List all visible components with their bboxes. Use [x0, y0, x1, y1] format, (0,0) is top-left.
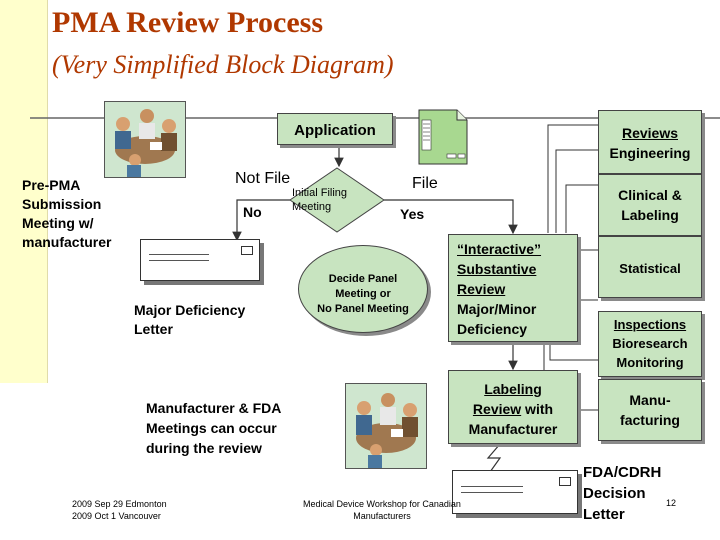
interactive-review-box: “Interactive” Substantive Review Major/M… [448, 234, 578, 342]
application-label: Application [294, 122, 376, 139]
file-label: File [412, 175, 438, 192]
inspections-line1: Inspections [613, 317, 687, 332]
interactive-line4: Major/Minor [457, 301, 537, 317]
letter-icon [452, 470, 578, 514]
slide-title: PMA Review Process [52, 6, 324, 39]
page-number: 12 [666, 498, 677, 508]
initial-filing-line2: Meeting [292, 201, 332, 213]
manu-line1: Manu- [629, 392, 671, 408]
decide-panel-oval: Decide Panel Meeting or No Panel Meeting [298, 245, 428, 333]
slide-sidebar-band [0, 0, 48, 383]
slide-sidebar-bottom [0, 383, 47, 540]
decide-panel-line2: Meeting or [335, 288, 391, 300]
clinical-line1: Clinical & [618, 187, 682, 203]
slide-subtitle: (Very Simplified Block Diagram) [52, 50, 394, 79]
no-label: No [243, 204, 262, 220]
inspections-box: Inspections Bioresearch Monitoring [598, 311, 702, 377]
manufacturer-meetings-line3: during the review [146, 440, 262, 456]
reviews-engineering-box: Reviews Engineering [598, 110, 702, 174]
footer-event: Medical Device Workshop for Canadian Man… [292, 498, 472, 522]
stamp-icon [559, 477, 571, 486]
decide-panel-text: Decide Panel Meeting or No Panel Meeting [299, 272, 427, 317]
application-box: Application [277, 113, 393, 145]
interactive-line5: Deficiency [457, 321, 528, 337]
fda-line3: Letter [583, 506, 625, 523]
pre-pma-line2: Submission [22, 196, 102, 212]
pre-pma-line3: Meeting w/ [22, 215, 94, 231]
initial-filing-line1: Initial Filing [292, 187, 348, 199]
manufacturing-text: Manu- facturing [599, 390, 701, 430]
reviews-engineering-text: Reviews Engineering [599, 123, 701, 163]
statistical-box: Statistical [598, 236, 702, 298]
manufacturing-box: Manu- facturing [598, 379, 702, 441]
labeling-text: Labeling Review with Manufacturer [449, 379, 577, 439]
footer-date: 2009 Sep 29 Edmonton 2009 Oct 1 Vancouve… [72, 498, 167, 522]
manu-line2: facturing [620, 412, 680, 428]
clinical-labeling-text: Clinical & Labeling [599, 185, 701, 225]
initial-filing-label: Initial Filing Meeting [292, 187, 347, 213]
meeting-photo-icon [104, 101, 186, 178]
footer-date-line2: 2009 Oct 1 Vancouver [72, 511, 161, 521]
pre-pma-line1: Pre-PMA [22, 177, 81, 193]
interactive-line1: “Interactive” [457, 241, 542, 257]
labeling-review-box: Labeling Review with Manufacturer [448, 370, 578, 444]
labeling-line1: Labeling [484, 381, 542, 397]
stamp-icon [241, 246, 253, 255]
major-deficiency-line1: Major Deficiency [134, 302, 246, 318]
decide-panel-line3: No Panel Meeting [317, 303, 409, 315]
engineering-line: Engineering [609, 145, 691, 161]
interactive-line3: Review [457, 281, 506, 297]
footer-event-line2: Manufacturers [353, 511, 411, 521]
inspections-line2: Bioresearch [612, 336, 688, 351]
reviews-line: Reviews [621, 125, 679, 141]
labeling-line2a: Review [472, 401, 522, 417]
manufacturer-meetings-line1: Manufacturer & FDA [146, 400, 282, 416]
footer-date-line1: 2009 Sep 29 Edmonton [72, 499, 167, 509]
inspections-line3: Monitoring [616, 355, 684, 370]
not-file-label: Not File [235, 170, 291, 187]
interactive-text: “Interactive” Substantive Review Major/M… [457, 239, 541, 339]
pre-pma-line4: manufacturer [22, 234, 112, 250]
manufacturer-meetings-text: Manufacturer & FDA Meetings can occur du… [146, 398, 281, 458]
letter-icon [140, 239, 260, 281]
major-deficiency-label: Major Deficiency Letter [134, 301, 245, 339]
fda-line1: FDA/CDRH [583, 464, 662, 481]
meeting-photo-icon [345, 383, 427, 469]
manufacturer-meetings-line2: Meetings can occur [146, 420, 277, 436]
statistical-label: Statistical [619, 261, 681, 276]
document-icon [417, 108, 469, 166]
clinical-line2: Labeling [621, 207, 679, 223]
fda-line2: Decision [583, 485, 646, 502]
footer-event-line1: Medical Device Workshop for Canadian [303, 499, 461, 509]
yes-label: Yes [400, 206, 425, 222]
inspections-text: Inspections Bioresearch Monitoring [599, 315, 701, 372]
fda-decision-label: FDA/CDRH Decision Letter [583, 462, 661, 525]
major-deficiency-line2: Letter [134, 321, 173, 337]
clinical-labeling-box: Clinical & Labeling [598, 174, 702, 236]
labeling-line2b: with [521, 401, 554, 417]
interactive-line2: Substantive [457, 261, 537, 277]
labeling-line3: Manufacturer [468, 421, 558, 437]
pre-pma-label: Pre-PMA Submission Meeting w/ manufactur… [22, 176, 111, 252]
decide-panel-line1: Decide Panel [328, 273, 398, 285]
